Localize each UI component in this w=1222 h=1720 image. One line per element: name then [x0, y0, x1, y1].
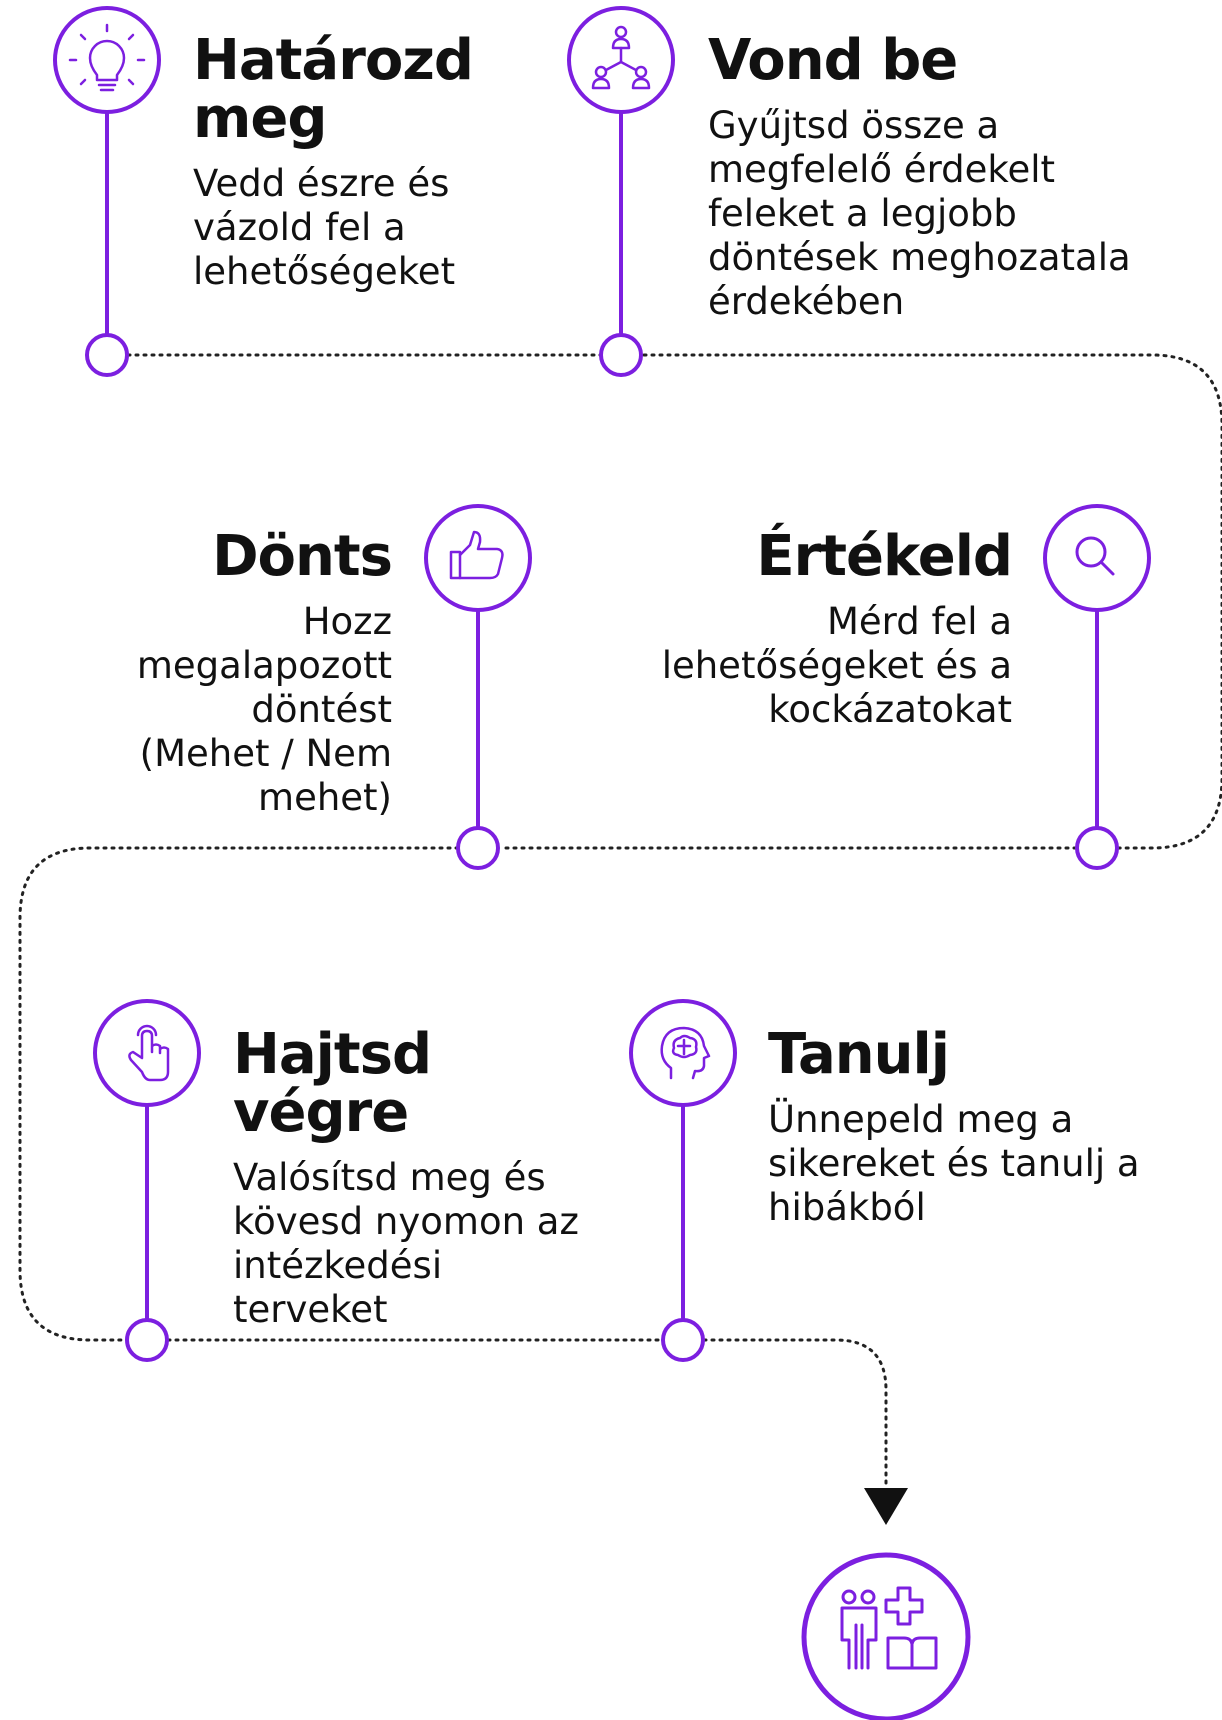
people-network-icon	[591, 25, 651, 90]
step5-title: Hajtsd végre	[233, 1022, 432, 1145]
step3-text: Értékeld Mérd fel a lehetőségeket és a k…	[640, 524, 1013, 732]
step5-text: Hajtsd végre Valósítsd meg és kövesd nyo…	[233, 1026, 603, 1332]
step6-title: Tanulj	[768, 1022, 950, 1087]
step2-text: Vond be Gyűjtsd össze a megfelelő érdeke…	[708, 32, 1168, 324]
step6-node	[661, 1318, 705, 1362]
step6-description: Ünnepeld meg a sikereket és tanulj a hib…	[768, 1098, 1140, 1229]
magnifier-icon	[1075, 536, 1115, 576]
connector-row1-b	[642, 353, 1222, 850]
step1-node	[85, 333, 129, 377]
people-health-book-icon	[840, 1586, 938, 1670]
connector-row2-b	[18, 846, 460, 1342]
step2-title: Vond be	[708, 28, 958, 93]
step4-node	[456, 826, 500, 870]
step3-icon-circle	[1043, 504, 1151, 612]
step4-text: Dönts Hozz megalapozott döntést (Mehet /…	[110, 524, 393, 820]
step4-title: Dönts	[212, 524, 393, 589]
thumbs-up-icon	[449, 530, 504, 580]
step1-title: Határozd meg	[193, 28, 474, 151]
step2-description: Gyűjtsd össze a megfelelő érdekelt felek…	[708, 104, 1131, 323]
step3-description: Mérd fel a lehetőségeket és a kockázatok…	[661, 600, 1012, 731]
step1-text: Határozd meg Vedd észre és vázold fel a …	[193, 32, 503, 294]
end-icon-circle	[801, 1552, 971, 1720]
step3-node	[1075, 826, 1119, 870]
head-brain-icon	[660, 1026, 711, 1080]
step5-icon-circle	[93, 999, 201, 1107]
step1-description: Vedd észre és vázold fel a lehetőségeket	[193, 162, 456, 293]
tap-hand-icon	[128, 1024, 170, 1082]
step4-icon-circle	[424, 504, 532, 612]
step2-node	[599, 333, 643, 377]
step5-description: Valósítsd meg és kövesd nyomon az intézk…	[233, 1156, 579, 1331]
dotted-connector	[18, 353, 1222, 1490]
step3-title: Értékeld	[756, 524, 1013, 589]
arrowhead	[864, 1488, 908, 1525]
lightbulb-icon	[68, 23, 146, 92]
step4-description: Hozz megalapozott döntést (Mehet / Nem m…	[136, 600, 392, 819]
connector-row3-b	[702, 1338, 888, 1490]
step5-node	[125, 1318, 169, 1362]
step6-text: Tanulj Ünnepeld meg a sikereket és tanul…	[768, 1026, 1148, 1230]
